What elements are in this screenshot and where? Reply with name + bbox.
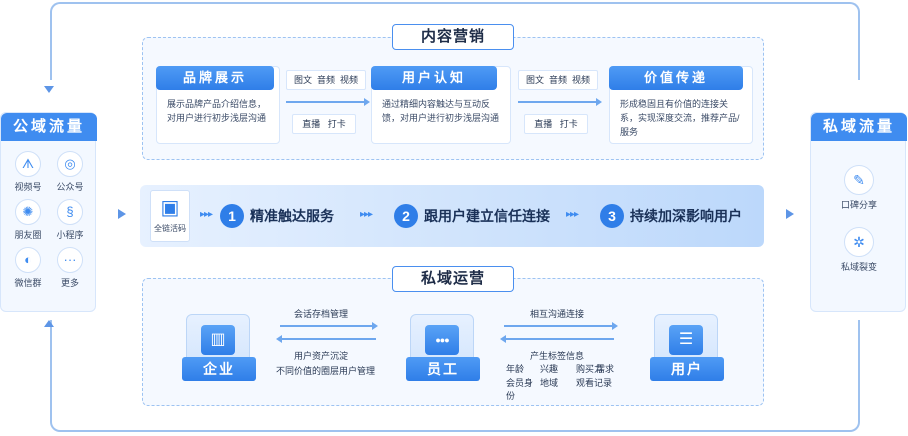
qr-code-card: ▣ 全链活码 (150, 190, 190, 242)
op-label: 不同价值的圈层用户管理 (276, 366, 376, 376)
media-tag-row: 图文 音频 视频 (286, 70, 366, 90)
connector-line (518, 101, 598, 103)
loop-arrow-up (44, 320, 54, 327)
video-channel-icon: ᗑ (15, 151, 41, 177)
media-tag-row: 图文 音频 视频 (518, 70, 598, 90)
staff-icon: ●●● (425, 325, 459, 355)
channel-label: 朋友圈 (14, 230, 42, 240)
channel-label: 公众号 (56, 182, 84, 192)
media-tag: 视频 (340, 75, 359, 85)
loop-connector-bottom (50, 312, 860, 432)
step-number: 2 (394, 204, 418, 228)
qr-code-icon: ▣ (160, 197, 180, 219)
media-tag: 图文 (525, 75, 544, 85)
channel-label: 微信群 (14, 278, 42, 288)
channel-item: ᗑ 视频号 (7, 151, 49, 193)
arrow-left-line (500, 335, 614, 343)
media-tag: 视频 (572, 75, 591, 85)
op-label: 相互沟通连接 (530, 309, 585, 319)
loop-arrow-down (44, 86, 54, 93)
more-icon: ··· (57, 247, 83, 273)
channel-item: ✺ 朋友圈 (7, 199, 49, 241)
chevron-icon: ▸▸▸ (566, 209, 579, 220)
media-tag: 直播 (302, 119, 321, 129)
user-tag: 需求 (596, 364, 615, 374)
share-icon: ✎ (844, 165, 874, 195)
channel-item: ◎ 公众号 (49, 151, 91, 193)
chevron-icon: ▸▸▸ (200, 209, 213, 220)
user-tag: 兴趣 (540, 364, 559, 374)
arrow-right-line (504, 322, 618, 330)
node-label: 用户 (650, 357, 724, 381)
arrow-right-line (280, 322, 378, 330)
user-tag: 年龄 (506, 364, 525, 374)
media-tag: 打卡 (559, 119, 578, 129)
step-label: 持续加深影响用户 (630, 208, 742, 224)
loop-connector-top (50, 2, 860, 114)
private-list: ✎ 口碑分享 ✲ 私域裂变 (811, 165, 907, 289)
moments-icon: ✺ (15, 199, 41, 225)
wechat-group-icon: ◐ (15, 247, 41, 273)
user-icon: ☰ (669, 325, 703, 355)
steps-band (140, 185, 764, 247)
qr-label: 全链活码 (154, 224, 186, 233)
media-tag-row: 直播 打卡 (524, 114, 588, 134)
user-tag: 会员身份 (506, 378, 534, 401)
enterprise-icon: ▥ (201, 325, 235, 355)
op-label: 产生标签信息 (530, 351, 585, 361)
channel-grid: ᗑ 视频号 ◎ 公众号 ✺ 朋友圈 § 小程序 ◐ 微信群 ··· 更多 (7, 151, 91, 289)
connector-arrow (364, 98, 370, 106)
user-tag: 购买力 (576, 364, 604, 374)
channel-label: 小程序 (56, 230, 84, 240)
official-account-icon: ◎ (57, 151, 83, 177)
user-tag: 地域 (540, 378, 559, 388)
content-marketing-title: 内容营销 (392, 24, 514, 50)
media-tag: 直播 (534, 119, 553, 129)
user-tags: 年龄 兴趣 购买力 会员身份 地域 观看记录 (506, 362, 618, 402)
op-label: 用户资产沉淀 (294, 351, 349, 361)
private-traffic-panel: 私域流量 ✎ 口碑分享 ✲ 私域裂变 (810, 112, 907, 312)
channel-item: ··· 更多 (49, 247, 91, 289)
media-tag: 打卡 (327, 119, 346, 129)
step-label: 跟用户建立信任连接 (424, 208, 550, 224)
media-tag: 音频 (548, 75, 567, 85)
media-tag: 图文 (293, 75, 312, 85)
channel-label: 更多 (60, 278, 79, 288)
mini-program-icon: § (57, 199, 83, 225)
media-connector: 图文 音频 视频 直播 打卡 (518, 70, 602, 136)
step-number: 1 (220, 204, 244, 228)
stage-title: 品牌展示 (156, 66, 274, 90)
chevron-icon: ▸▸▸ (360, 209, 373, 220)
channel-item: § 小程序 (49, 199, 91, 241)
step-label: 精准触达服务 (250, 208, 334, 224)
arrow-left-line (276, 335, 376, 343)
private-traffic-title: 私域流量 (811, 113, 907, 141)
private-item-label: 口碑分享 (840, 200, 877, 210)
channel-label: 视频号 (14, 182, 42, 192)
private-item: ✲ 私域裂变 (811, 227, 907, 273)
private-item-label: 私域裂变 (840, 262, 877, 272)
flow-arrow-out (786, 209, 794, 219)
media-tag-row: 直播 打卡 (292, 114, 356, 134)
flow-arrow-in (118, 209, 126, 219)
node-label: 员工 (406, 357, 480, 381)
step-number: 3 (600, 204, 624, 228)
private-item: ✎ 口碑分享 (811, 165, 907, 211)
stage-title: 价值传递 (609, 66, 743, 90)
media-connector: 图文 音频 视频 直播 打卡 (286, 70, 370, 136)
op-label: 会话存档管理 (294, 309, 349, 319)
public-traffic-panel: 公域流量 ᗑ 视频号 ◎ 公众号 ✺ 朋友圈 § 小程序 ◐ 微信群 ··· 更… (0, 112, 97, 312)
user-tag: 观看记录 (576, 378, 613, 388)
stage-title: 用户认知 (371, 66, 497, 90)
fission-icon: ✲ (844, 227, 874, 257)
public-traffic-title: 公域流量 (1, 113, 97, 141)
node-label: 企业 (182, 357, 256, 381)
channel-item: ◐ 微信群 (7, 247, 49, 289)
private-ops-title: 私域运营 (392, 266, 514, 292)
connector-line (286, 101, 366, 103)
media-tag: 音频 (316, 75, 335, 85)
connector-arrow (596, 98, 602, 106)
